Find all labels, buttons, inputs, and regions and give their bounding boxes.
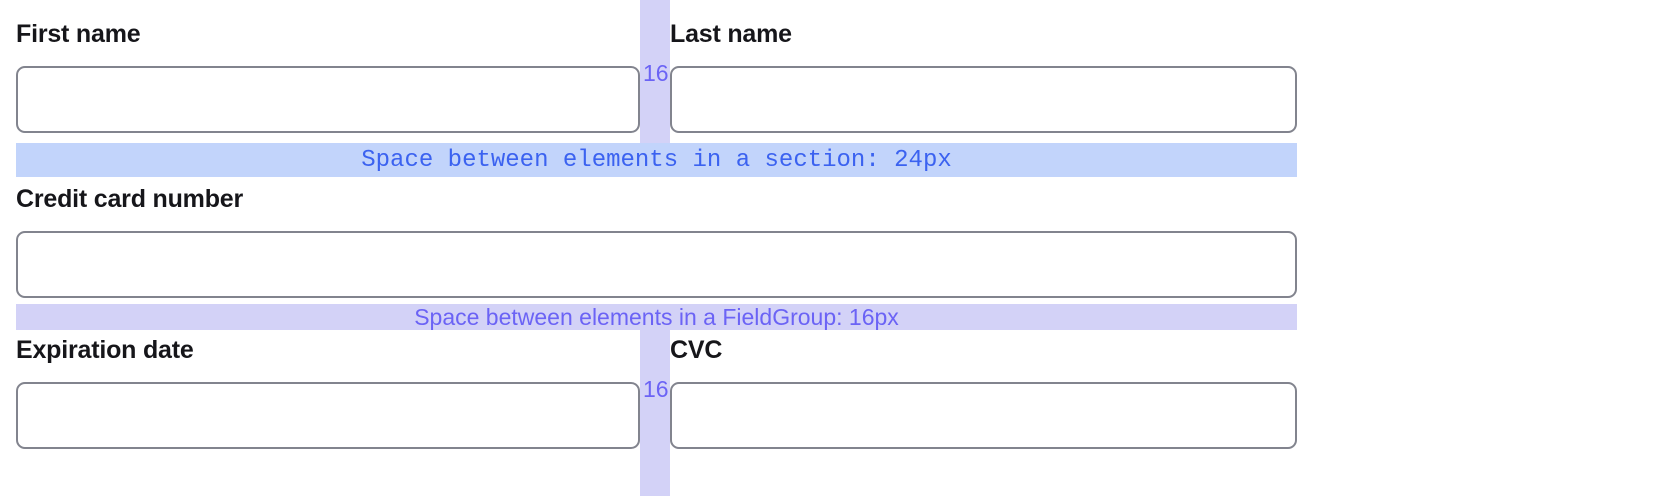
section-gap-annotation-band: Space between elements in a section: 24p… — [16, 143, 1297, 177]
cvc-input[interactable] — [670, 382, 1297, 449]
fieldgroup-gap-annotation-band: Space between elements in a FieldGroup: … — [16, 304, 1297, 330]
column-gap-label-top: 16 — [643, 60, 669, 86]
first-name-label: First name — [16, 20, 141, 48]
expiration-date-input[interactable] — [16, 382, 640, 449]
expiration-date-label: Expiration date — [16, 336, 194, 364]
column-gap-highlight-bottom — [640, 330, 670, 496]
cvc-label: CVC — [670, 336, 723, 364]
last-name-label: Last name — [670, 20, 792, 48]
last-name-input[interactable] — [670, 66, 1297, 133]
column-gap-label-bottom: 16 — [643, 376, 669, 402]
fieldgroup-gap-annotation-text: Space between elements in a FieldGroup: … — [414, 303, 899, 330]
section-gap-annotation-text: Space between elements in a section: 24p… — [361, 146, 952, 174]
credit-card-number-input[interactable] — [16, 231, 1297, 298]
first-name-input[interactable] — [16, 66, 640, 133]
column-gap-highlight-top — [640, 0, 670, 143]
credit-card-number-label: Credit card number — [16, 185, 244, 213]
